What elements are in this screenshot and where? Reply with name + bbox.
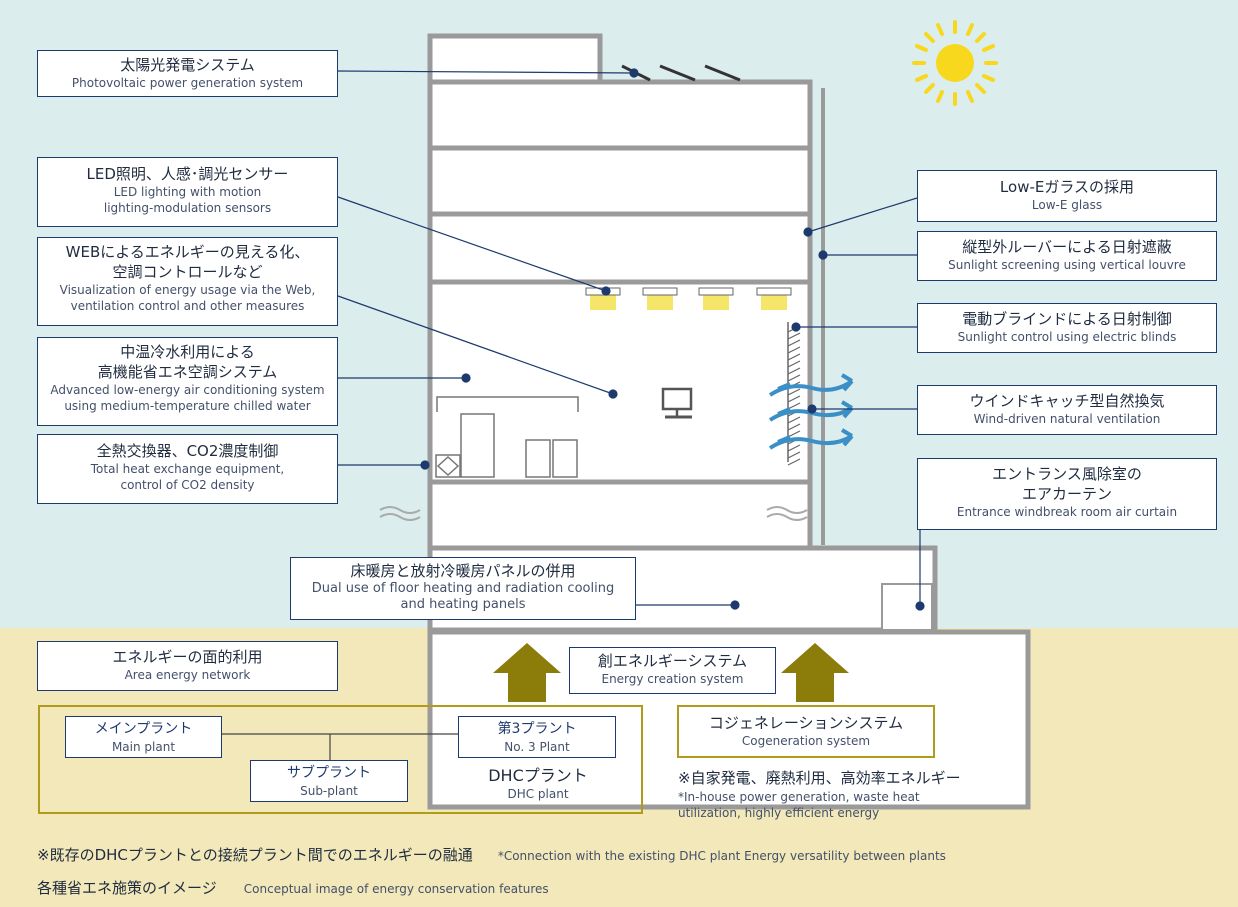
caption-en: Conceptual image of energy conservation … <box>243 882 549 896</box>
lowe-jp: Low-Eガラスの採用 <box>999 178 1135 196</box>
floor-en1: Dual use of floor heating and radiation … <box>311 581 615 596</box>
label-air-curtain: エントランス風除室の エアカーテン Entrance windbreak roo… <box>917 458 1217 530</box>
ceiling-light-icon <box>585 287 792 310</box>
hvac-jp1: 中温冷水利用による <box>120 343 255 361</box>
main-plant-jp: メインプラント <box>94 721 193 737</box>
selfgen-en2: utilization, highly efficient energy <box>678 806 880 820</box>
wave-break <box>379 506 808 521</box>
louvre-en: Sunlight screening using vertical louvre <box>948 258 1186 272</box>
sun-icon <box>912 20 998 106</box>
sub-plant-jp: サブプラント <box>287 765 371 781</box>
entrance-en: Entrance windbreak room air curtain <box>956 505 1178 519</box>
led-en1: LED lighting with motion <box>113 185 262 199</box>
diagram-caption: 各種省エネ施策のイメージ Conceptual image of energy … <box>37 877 937 898</box>
wind-en: Wind-driven natural ventilation <box>973 412 1161 426</box>
dhc-en: DHC plant <box>507 787 569 801</box>
label-natural-ventilation: ウインドキャッチ型自然換気 Wind-driven natural ventil… <box>917 385 1217 435</box>
no3-plant-en: No. 3 Plant <box>504 740 570 754</box>
web-en1: Visualization of energy usage via the We… <box>59 283 316 297</box>
label-led-lighting: LED照明、人感･調光センサー LED lighting with motion… <box>37 157 338 227</box>
creation-en: Energy creation system <box>601 672 744 686</box>
label-photovoltaic: 太陽光発電システム Photovoltaic power generation … <box>37 50 338 97</box>
floor-jp: 床暖房と放射冷暖房パネルの併用 <box>350 562 576 580</box>
plant-connectors <box>222 733 458 760</box>
label-electric-blinds: 電動ブラインドによる日射制御 Sunlight control using el… <box>917 303 1217 353</box>
caption-jp: 各種省エネ施策のイメージ <box>37 879 217 897</box>
up-arrow-icon <box>493 643 849 702</box>
selfgen-jp: ※自家発電、廃熱利用、高効率エネルギー <box>678 769 961 787</box>
label-low-e-glass: Low-Eガラスの採用 Low-E glass <box>917 170 1217 222</box>
label-energy-creation: 創エネルギーシステム Energy creation system <box>569 647 776 694</box>
hvac-en2: using medium-temperature chilled water <box>64 399 311 413</box>
area-en: Area energy network <box>124 668 251 682</box>
label-floor-heating: 床暖房と放射冷暖房パネルの併用 Dual use of floor heatin… <box>290 557 636 620</box>
cogen-jp: コジェネレーションシステム <box>708 714 904 732</box>
no3-plant-jp: 第3プラント <box>497 721 577 737</box>
louvre-jp: 縦型外ルーバーによる日射遮蔽 <box>962 238 1172 256</box>
hvac-en1: Advanced low-energy air conditioning sys… <box>50 383 325 397</box>
label-area-energy: エネルギーの面的利用 Area energy network <box>37 641 338 691</box>
label-no3-plant: 第3プラント No. 3 Plant <box>458 716 616 758</box>
heatex-en2: control of CO2 density <box>120 478 255 492</box>
main-plant-en: Main plant <box>111 740 176 754</box>
label-web-visualization: WEBによるエネルギーの見える化、 空調コントロールなど Visualizati… <box>37 237 338 326</box>
dhc-plant-label: DHCプラント DHC plant <box>460 766 616 802</box>
blinds-jp: 電動ブラインドによる日射制御 <box>962 310 1172 328</box>
cogen-en: Cogeneration system <box>741 734 871 748</box>
heatex-en1: Total heat exchange equipment, <box>90 462 285 476</box>
dhc-jp: DHCプラント <box>488 766 588 785</box>
air-curtain-unit <box>881 583 933 631</box>
label-heat-exchanger: 全熱交換器、CO2濃度制御 Total heat exchange equipm… <box>37 434 338 504</box>
blinds-en: Sunlight control using electric blinds <box>957 330 1177 344</box>
entrance-jp2: エアカーテン <box>1021 485 1112 503</box>
wind-jp: ウインドキャッチ型自然換気 <box>969 392 1165 410</box>
pv-en: Photovoltaic power generation system <box>71 76 304 90</box>
creation-jp: 創エネルギーシステム <box>597 652 748 670</box>
label-main-plant: メインプラント Main plant <box>65 716 222 758</box>
led-jp: LED照明、人感･調光センサー <box>86 165 289 183</box>
web-en2: ventilation control and other measures <box>70 299 305 313</box>
entrance-jp1: エントランス風除室の <box>992 465 1142 483</box>
connection-jp: ※既存のDHCプラントとの接続プラント間でのエネルギーの融通 <box>37 846 473 864</box>
selfgen-en1: *In-house power generation, waste heat <box>678 790 920 804</box>
led-en2: lighting-modulation sensors <box>103 201 272 215</box>
web-jp2: 空調コントロールなど <box>112 263 263 281</box>
dhc-frame <box>38 705 643 814</box>
connection-en: *Connection with the existing DHC plant … <box>497 849 946 863</box>
label-hvac-system: 中温冷水利用による 高機能省エネ空調システム Advanced low-ener… <box>37 337 338 426</box>
web-jp1: WEBによるエネルギーの見える化、 <box>65 243 310 261</box>
label-vertical-louvre: 縦型外ルーバーによる日射遮蔽 Sunlight screening using … <box>917 231 1217 281</box>
pv-jp: 太陽光発電システム <box>120 56 255 74</box>
hvac-jp2: 高機能省エネ空調システム <box>97 363 278 381</box>
area-jp: エネルギーの面的利用 <box>112 648 263 666</box>
monitor-icon <box>661 387 693 419</box>
selfgen-note: ※自家発電、廃熱利用、高効率エネルギー *In-house power gene… <box>678 767 1023 821</box>
leader-lines <box>337 68 925 611</box>
connection-note: ※既存のDHCプラントとの接続プラント間でのエネルギーの融通 *Connecti… <box>37 844 1227 865</box>
label-sub-plant: サブプラント Sub-plant <box>250 760 408 802</box>
label-cogeneration: コジェネレーションシステム Cogeneration system <box>677 705 935 758</box>
hvac-equipment <box>435 396 579 478</box>
floor-en2: and heating panels <box>400 597 526 612</box>
sub-plant-en: Sub-plant <box>300 784 358 798</box>
lowe-en: Low-E glass <box>1031 198 1103 212</box>
heatex-jp: 全熱交換器、CO2濃度制御 <box>96 442 279 460</box>
